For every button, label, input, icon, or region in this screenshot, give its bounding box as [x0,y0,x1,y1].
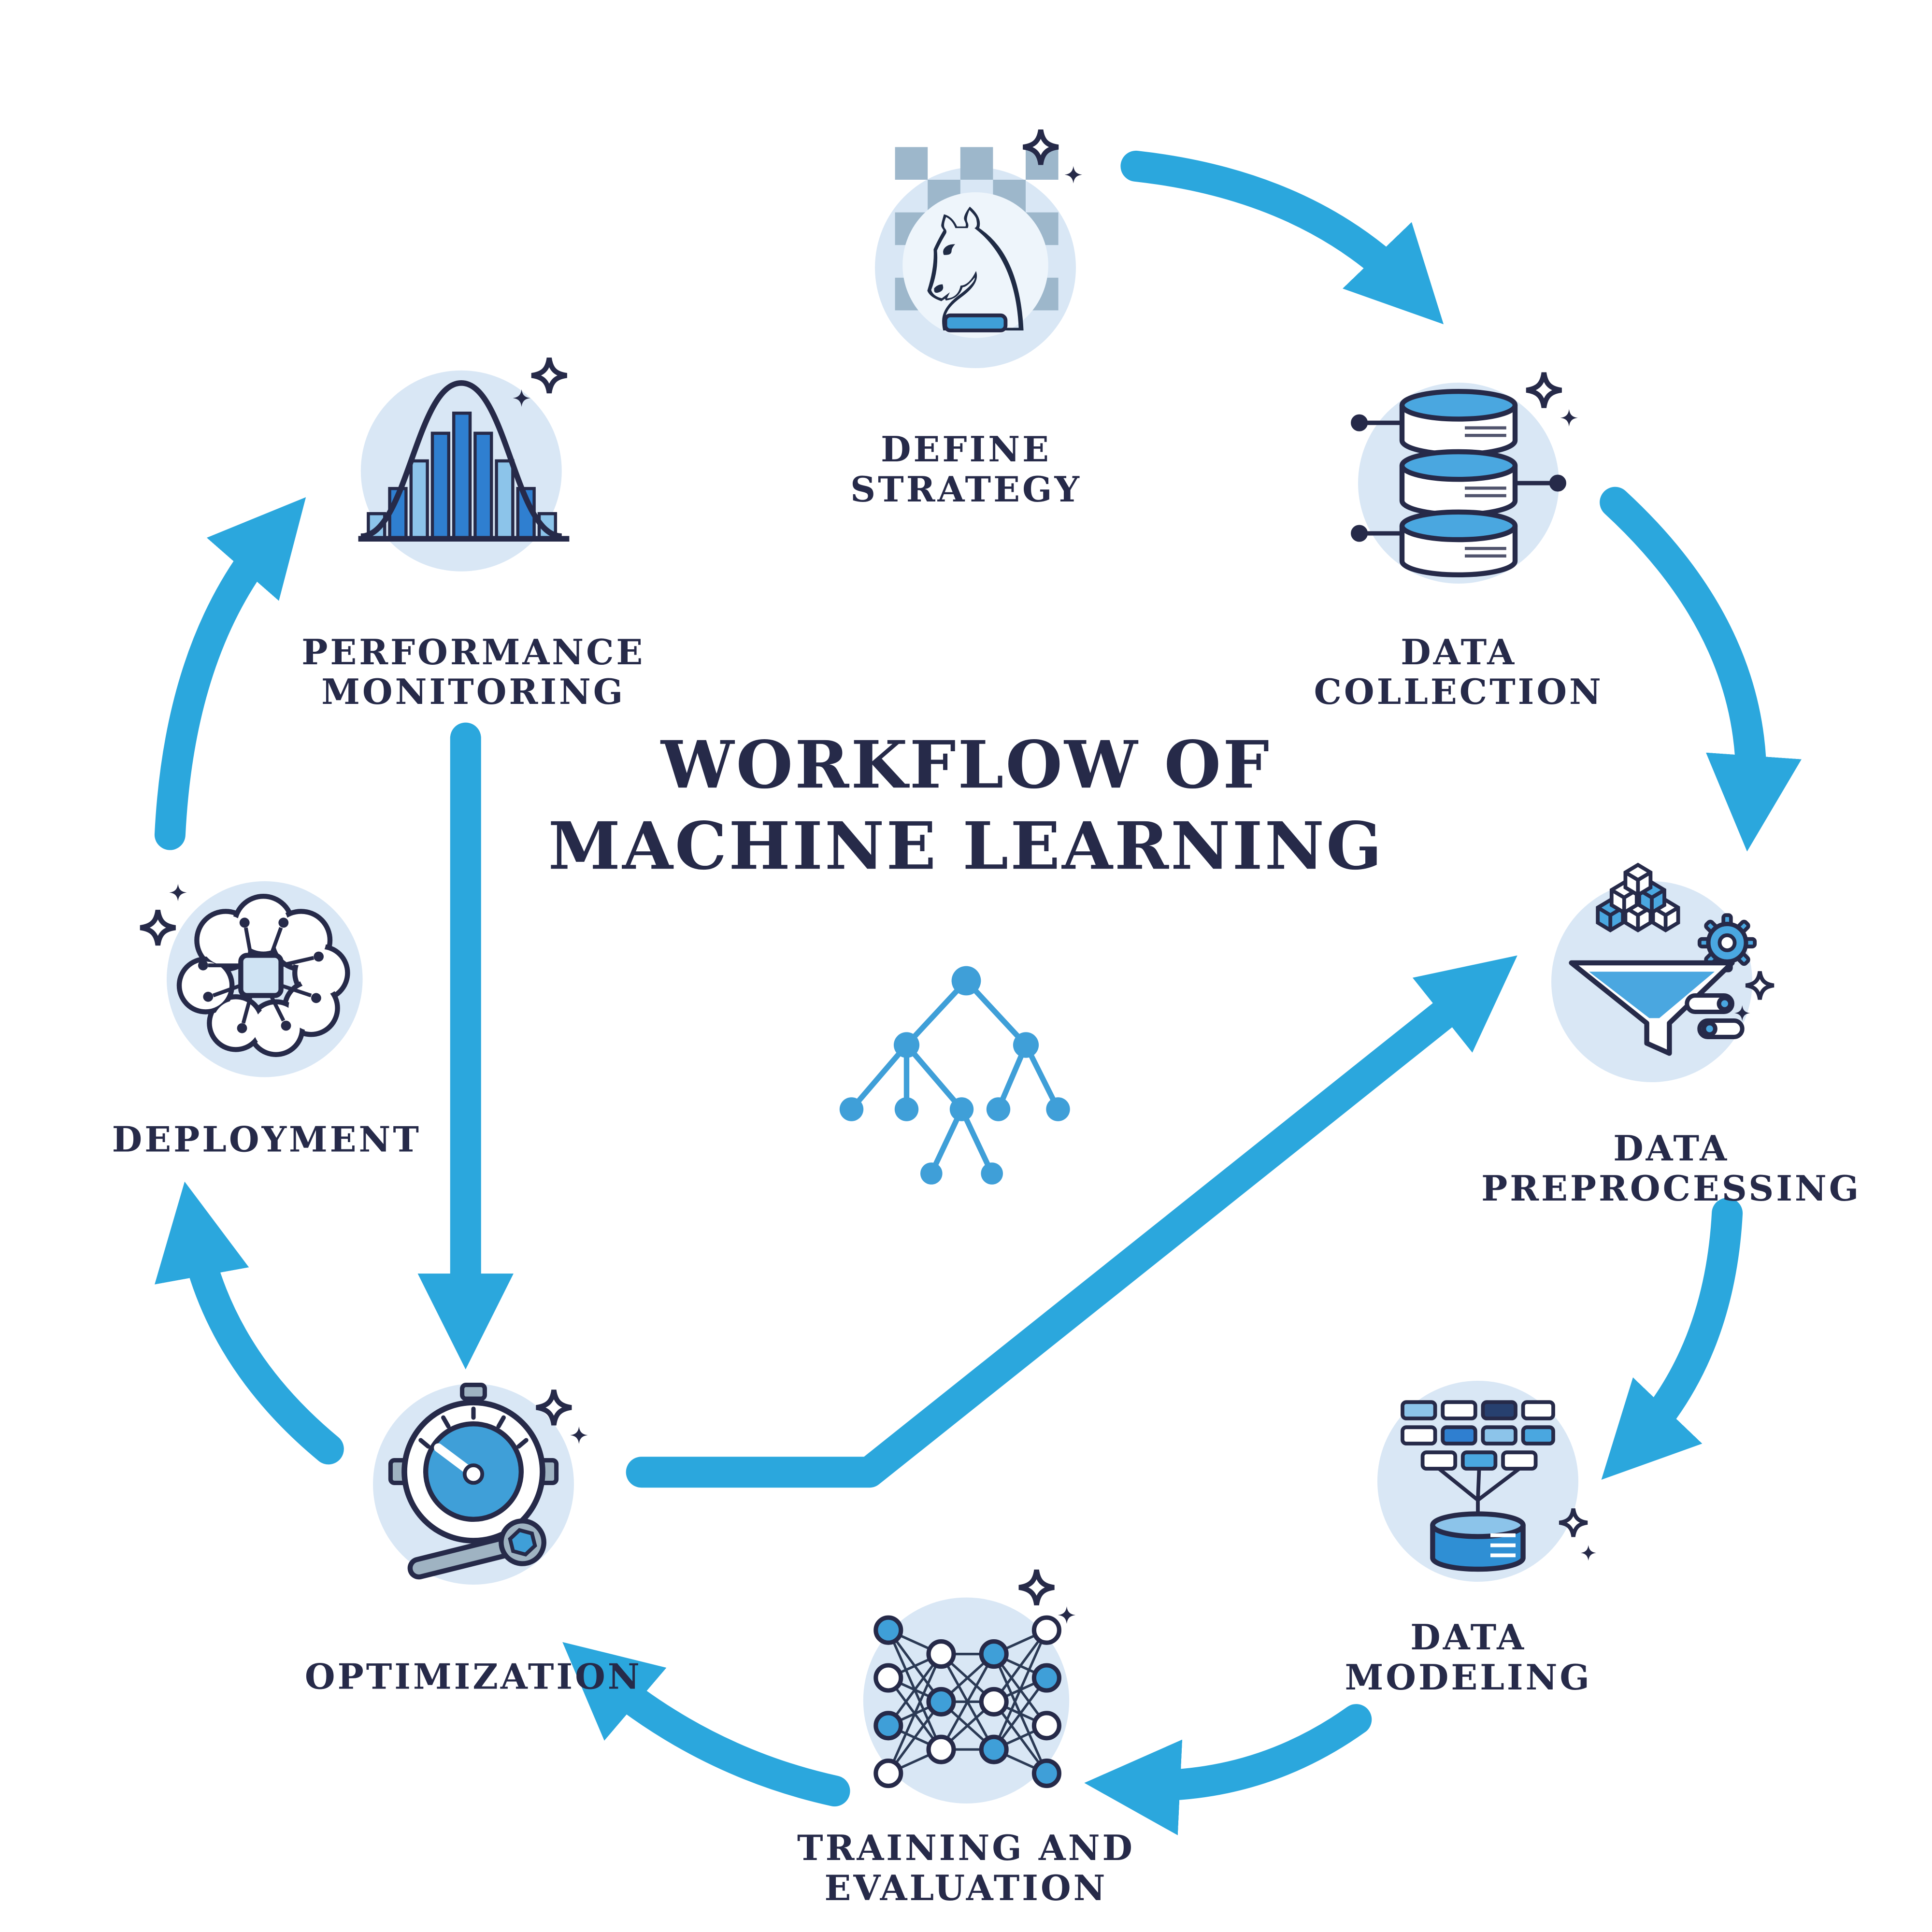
label-training-evaluation: TRAINING AND EVALUATION [797,1828,1135,1908]
title-line-1: WORKFLOW OF [660,726,1272,803]
gauge-wrench-icon [372,1383,588,1585]
label-optimization: OPTIMIZATION [305,1657,642,1697]
sparkle-icon [1527,372,1562,408]
label-performance-monitoring: PERFORMANCE MONITORING [301,632,645,713]
label-line: TRAINING AND [797,1827,1135,1869]
chess-knight-icon: ♘ [875,129,1083,371]
arrow-collection-to-preprocessing [1600,487,1802,852]
label-line: PREPROCESSING [1481,1168,1861,1209]
decision-tree-icon [839,966,1070,1185]
stage-optimization [348,1352,599,1603]
label-line: DEFINE [881,428,1051,470]
knight-glyph: ♘ [900,173,1052,371]
page-title: WORKFLOW OF MACHINE LEARNING [548,724,1384,887]
sparkle-icon [1019,1570,1054,1605]
stage-data-preprocessing [1526,850,1777,1101]
label-line: DATA [1410,1617,1527,1658]
chip [238,953,284,999]
wrench [407,1518,546,1580]
database-cylinder [1430,1511,1526,1572]
arrow-optimization-to-deployment [155,1181,344,1465]
label-data-modeling: DATA MODELING [1345,1617,1592,1698]
title-line-2: MACHINE LEARNING [548,807,1384,885]
funnel-fill [1589,972,1715,1018]
stage-data-modeling [1352,1362,1603,1613]
blocks-to-database-icon [1377,1381,1597,1582]
label-line: DEPLOYMENT [112,1119,421,1160]
sparkle-icon [570,1426,588,1445]
label-data-collection: DATA COLLECTION [1314,632,1603,713]
sparkle-icon [1580,1545,1597,1561]
arrow-preprocessing-to-modeling [1601,1198,1743,1480]
network-edges [887,1629,1048,1775]
label-define-strategy: DEFINE STRATEGY [850,429,1082,510]
brain-chip-icon [135,881,363,1078]
label-line: MONITORING [321,671,626,713]
arrow-training-to-optimization [562,1642,850,1807]
sparkle-icon [169,884,187,902]
cube-stack [1598,865,1678,930]
histogram-bars [366,411,557,541]
label-line: MODELING [1345,1657,1592,1698]
block-grid [1401,1400,1556,1471]
sparkle-icon [531,358,567,393]
label-deployment: DEPLOYMENT [112,1119,421,1160]
circuit-traces [208,927,314,1024]
stage-define-strategy: ♘ [850,129,1101,381]
stage-deployment [135,850,386,1101]
sparkle-icon [1065,166,1083,184]
funnel-cubes-gear-icon [1551,850,1777,1083]
bar-chart-bell-curve-icon [358,348,570,572]
label-line: DATA [1401,631,1517,673]
sparkle-icon [1560,409,1578,427]
network-nodes [873,1615,1061,1789]
bell-curve [360,380,562,539]
neural-network-icon [863,1565,1075,1804]
stage-performance-monitoring [338,348,589,599]
arrow-optimization-to-preprocessing [626,955,1517,1488]
slider-pills [1685,993,1745,1040]
arrow-deployment-to-monitoring [154,497,306,850]
arrow-modeling-to-training [1084,1704,1372,1835]
sparkle-icon [1058,1606,1075,1624]
label-line: DATA [1613,1128,1730,1169]
label-line: PERFORMANCE [301,631,645,673]
sparkle-icon [140,910,175,945]
arrow-strategy-to-collection [1120,150,1444,325]
label-data-preprocessing: DATA PREPROCESSING [1481,1129,1861,1209]
label-line: OPTIMIZATION [304,1656,642,1697]
label-line: COLLECTION [1314,671,1603,713]
stage-training-evaluation [841,1565,1092,1816]
label-line: EVALUATION [824,1867,1108,1909]
stage-data-collection [1333,358,1584,609]
connector-lines [1438,1467,1521,1516]
database-stack-icon [1351,358,1578,584]
label-line: STRATEGY [850,468,1082,510]
